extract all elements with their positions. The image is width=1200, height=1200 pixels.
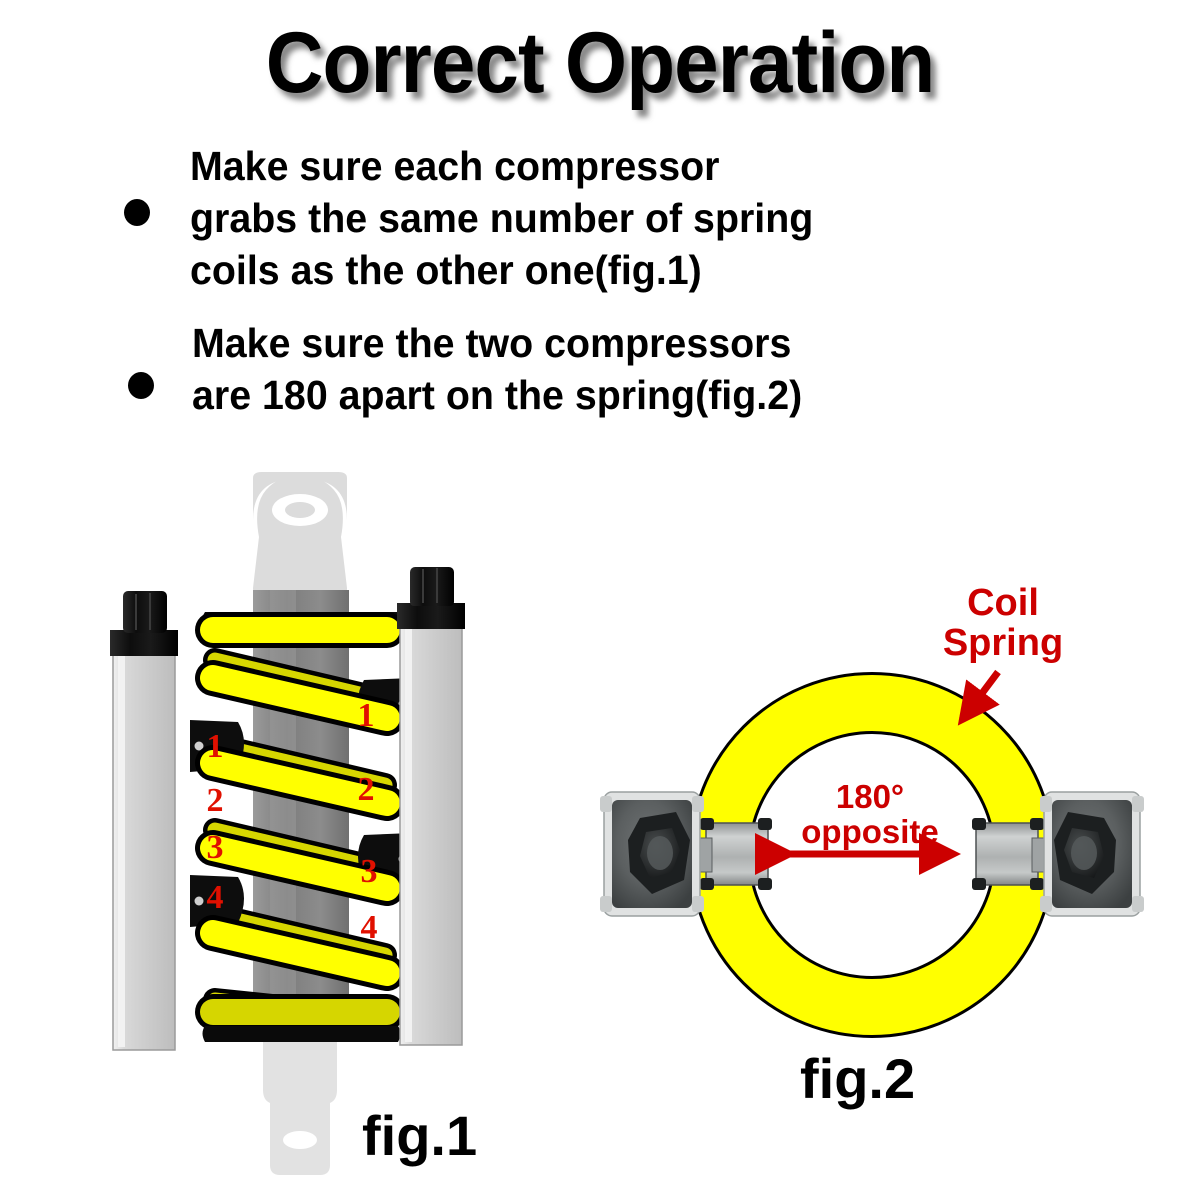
coil-number-right-2: 2: [358, 771, 375, 808]
coil-spring-ring-outline: [689, 672, 1055, 1038]
compressor-right: [972, 791, 1144, 917]
shock-lower-mount: [263, 1030, 337, 1175]
compressor-left: [600, 791, 772, 917]
list-item-line: are 180 apart on the spring(fig.2): [192, 372, 803, 418]
coil-number-left-1: 1: [207, 728, 224, 765]
coil-spring-callout-arrow: [957, 669, 1001, 726]
angle-annotation: 180° opposite: [801, 778, 939, 850]
list-item-text: Make sure the two compressors are 180 ap…: [192, 317, 802, 421]
bullet-dot-icon: [128, 372, 154, 399]
compressor-body-left: [603, 791, 701, 917]
coil-number-left-4: 4: [207, 879, 224, 916]
list-item-line: Make sure each compressor: [190, 143, 720, 189]
fig1-group: 1 2 3 4 1 2 3 4: [110, 472, 465, 1175]
coil-number-left-3: 3: [207, 829, 224, 866]
clamp-jaw-left: [705, 822, 769, 886]
coil-numbers-right: 1 2 3 4: [358, 697, 378, 946]
coil-number-right-1: 1: [358, 697, 375, 734]
compressor-cap-right: [410, 567, 454, 603]
page-title: Correct Operation: [265, 15, 936, 111]
fig2-group: 180° opposite Coil Spring: [600, 582, 1144, 1038]
compressor-jaw-right-lower: [358, 833, 412, 885]
angle-annotation-line1: 180°: [836, 778, 904, 815]
coil-spring-label-line2: Spring: [943, 622, 1063, 664]
coil-spring-front: [195, 612, 405, 1030]
compressor-jaw-right-upper: [358, 678, 412, 730]
list-item-line: coils as the other one(fig.1): [190, 247, 702, 293]
angle-annotation-line2: opposite: [801, 813, 939, 850]
list-item-line: grabs the same number of spring: [190, 195, 814, 241]
compressor-tool-left: [110, 591, 178, 1051]
spring-seat-bottom: [202, 1026, 401, 1042]
coil-numbers-left: 1 2 3 4: [207, 728, 224, 916]
compressor-jaw-left-upper: [190, 720, 244, 772]
bolt-socket-left: [628, 812, 690, 894]
shock-body: [253, 590, 349, 1030]
clamp-jaw-right: [975, 822, 1039, 886]
coil-spring-callout: Coil Spring: [943, 582, 1063, 664]
compressor-body-right: [1043, 791, 1141, 917]
coil-number-right-4: 4: [361, 909, 378, 946]
spring-seat-top: [202, 612, 401, 628]
coil-spring-back: [203, 648, 397, 1030]
compressor-jaw-left-lower: [190, 875, 244, 927]
coil-spring-label-line1: Coil: [967, 582, 1039, 624]
list-item-line: Make sure the two compressors: [192, 320, 792, 366]
coil-spring-ring: [692, 675, 1052, 1035]
coil-number-right-3: 3: [361, 853, 378, 890]
compressor-tool-right: [397, 567, 465, 1046]
compressor-cap-left: [123, 591, 167, 633]
coil-number-left-2: 2: [207, 782, 224, 819]
bolt-socket-right: [1054, 812, 1116, 894]
list-item-text: Make sure each compressor grabs the same…: [190, 140, 813, 296]
bullet-dot-icon: [124, 199, 150, 226]
fig1-caption: fig.1: [362, 1104, 478, 1167]
fig2-caption: fig.2: [800, 1047, 916, 1110]
shock-upper-mount: [253, 472, 347, 601]
